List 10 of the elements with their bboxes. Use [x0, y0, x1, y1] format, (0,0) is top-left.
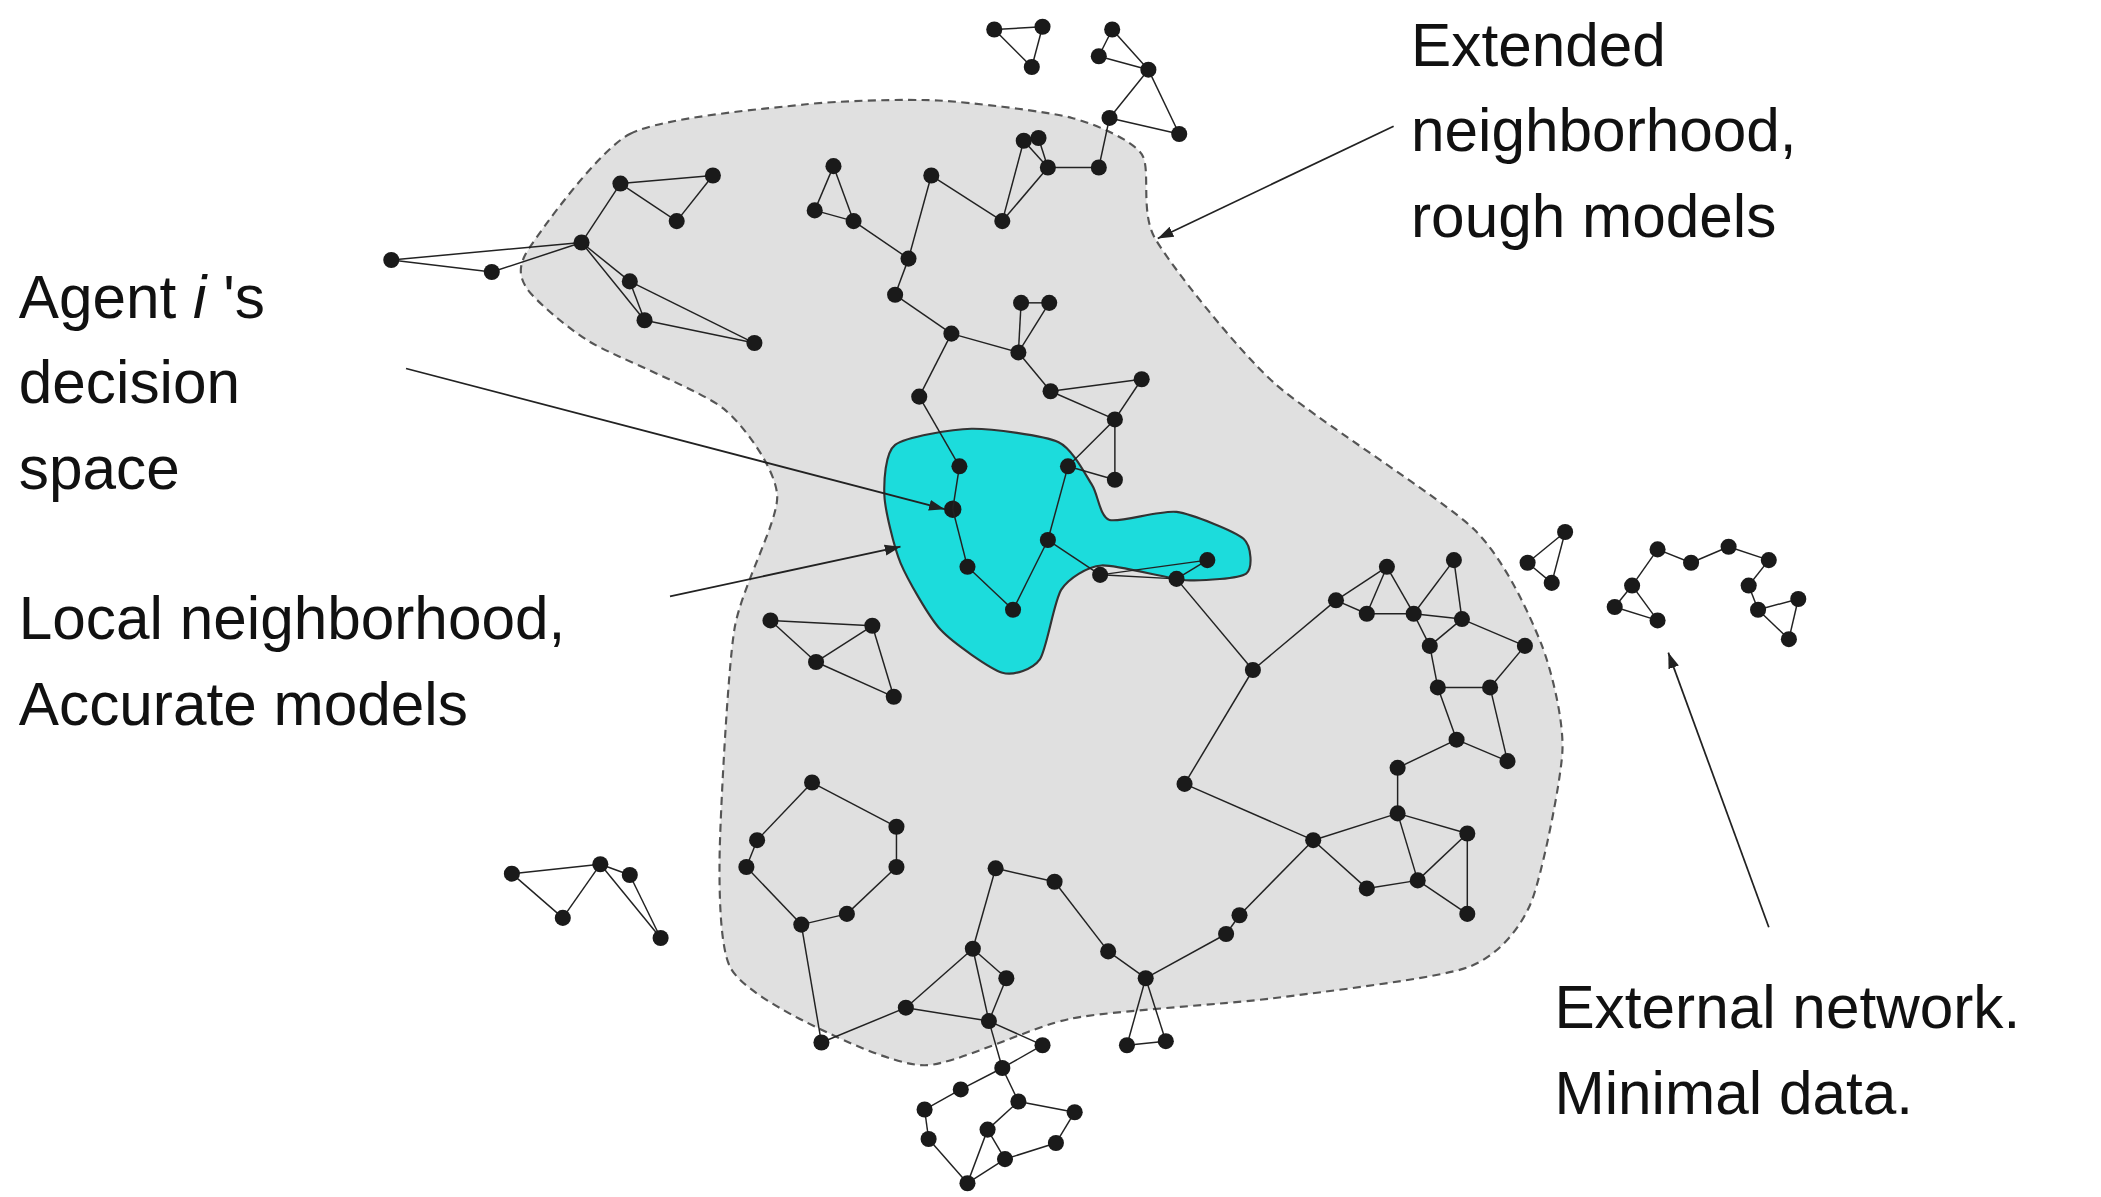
leader-line: [1156, 125, 1395, 240]
leader-line: [405, 367, 946, 511]
agent-node-dot: [944, 500, 962, 518]
local-neighborhood-region: [883, 427, 1252, 675]
leader-line: [669, 544, 902, 598]
callout-text: Local neighborhood, Accurate models: [18, 576, 662, 748]
callout-text: Agent i 's decision space: [18, 254, 368, 512]
leader-line: [1667, 651, 1770, 929]
callout-text: External network. Minimal data.: [1554, 964, 2101, 1137]
callout-text: Extended neighborhood, rough models: [1411, 2, 1867, 260]
